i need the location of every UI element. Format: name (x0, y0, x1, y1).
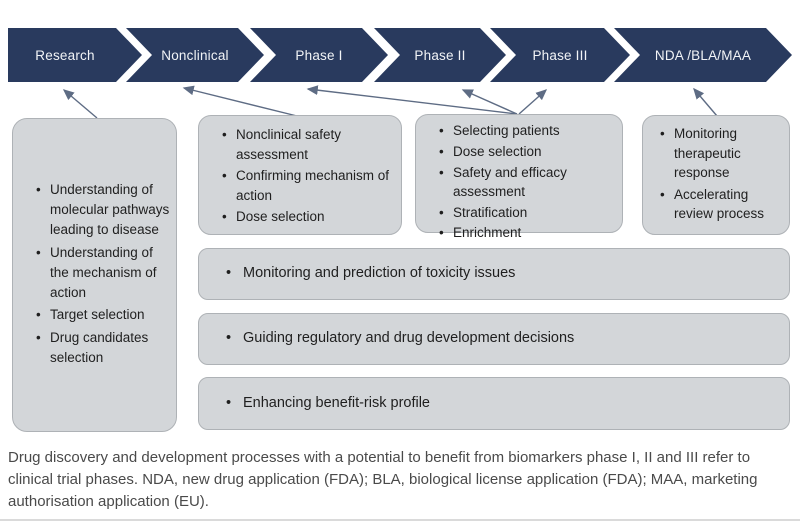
regulatory-bullet-list: Guiding regulatory and drug development … (223, 330, 574, 348)
clinical-bullet-list: Selecting patients Dose selection Safety… (436, 122, 618, 243)
phase-research: Research (8, 28, 142, 82)
research-bullet-list: Understanding of molecular pathways lead… (33, 180, 170, 370)
bottom-divider (0, 519, 800, 521)
bullet-item: Guiding regulatory and drug development … (223, 330, 574, 346)
research-box: Understanding of molecular pathways lead… (12, 118, 177, 432)
nda-bullet-list: Monitoring therapeutic response Accelera… (657, 124, 787, 226)
bullet-item: Dose selection (219, 207, 397, 227)
bullet-item: Accelerating review process (657, 185, 787, 224)
connector-nda (693, 87, 718, 117)
connector-nonclinical (182, 85, 298, 117)
phase-2: Phase II (374, 28, 506, 82)
phase-1: Phase I (250, 28, 388, 82)
connector-phase1 (306, 85, 518, 115)
figure-caption: Drug discovery and development processes… (8, 449, 758, 510)
toxicity-box: Monitoring and prediction of toxicity is… (198, 248, 790, 300)
bullet-item: Selecting patients (436, 122, 618, 141)
bullet-item: Enhancing benefit-risk profile (223, 395, 430, 411)
phase-3: Phase III (490, 28, 630, 82)
connector-research (62, 89, 98, 119)
regulatory-box: Guiding regulatory and drug development … (198, 313, 790, 365)
bullet-item: Confirming mechanism of action (219, 166, 397, 205)
connector-phase3 (518, 89, 548, 115)
nonclinical-box: Nonclinical safety assessment Confirming… (198, 115, 402, 235)
bullet-item: Monitoring and prediction of toxicity is… (223, 265, 515, 281)
nonclinical-bullet-list: Nonclinical safety assessment Confirming… (219, 125, 397, 227)
bullet-item: Monitoring therapeutic response (657, 124, 787, 183)
bullet-item: Target selection (33, 305, 170, 326)
bullet-item: Understanding of the mechanism of action (33, 243, 170, 304)
bullet-item: Stratification (436, 204, 618, 223)
phase-nda-bla-maa: NDA /BLA/MAA (614, 28, 792, 82)
bullet-item: Safety and efficacy assessment (436, 164, 618, 202)
bullet-item: Nonclinical safety assessment (219, 125, 397, 164)
benefit-risk-box: Enhancing benefit-risk profile (198, 377, 790, 430)
nda-box: Monitoring therapeutic response Accelera… (642, 115, 790, 235)
clinical-phases-box: Selecting patients Dose selection Safety… (415, 114, 623, 243)
bullet-item: Drug candidates selection (33, 328, 170, 369)
bullet-item: Dose selection (436, 143, 618, 162)
toxicity-bullet-list: Monitoring and prediction of toxicity is… (223, 265, 515, 283)
bullet-item: Enrichment (436, 224, 618, 243)
connector-phase2 (461, 89, 518, 115)
bullet-item: Understanding of molecular pathways lead… (33, 180, 170, 241)
benefit-risk-bullet-list: Enhancing benefit-risk profile (223, 395, 430, 413)
phase-nonclinical: Nonclinical (126, 28, 264, 82)
